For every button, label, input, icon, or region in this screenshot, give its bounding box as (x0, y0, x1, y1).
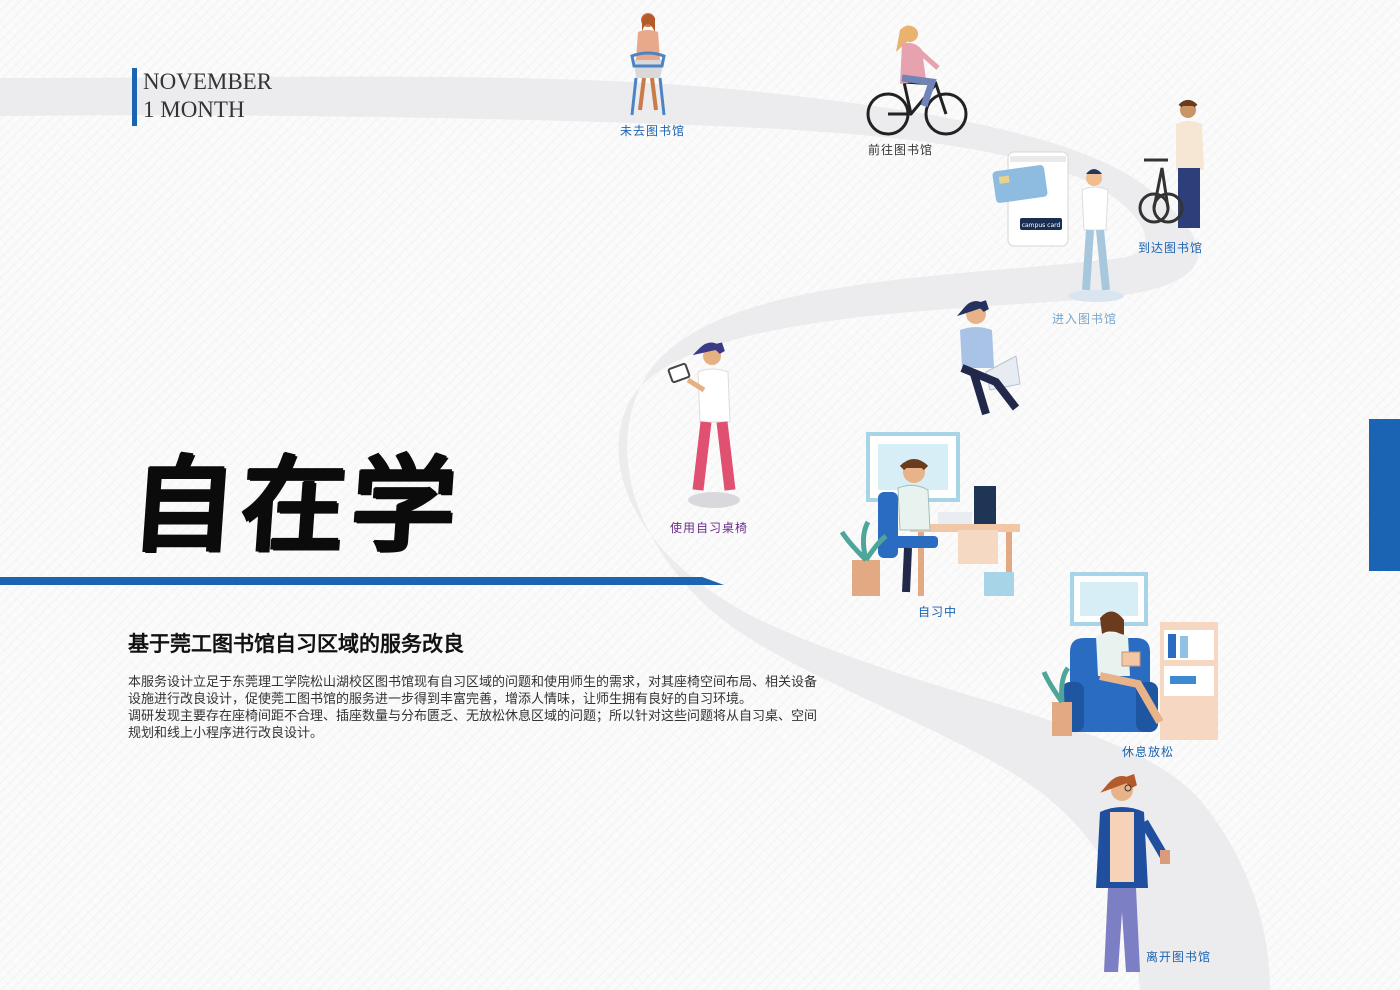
description: 本服务设计立足于东莞理工学院松山湖校区图书馆现有自习区域的问题和使用师生的需求，… (128, 674, 824, 742)
step-label-enter: 进入图书馆 (1052, 312, 1118, 326)
man-with-phone-illustration (667, 342, 740, 508)
step-label-heading: 前往图书馆 (868, 143, 934, 157)
main-title: 自在学 (127, 443, 466, 566)
step-label-not-going: 未去图书馆 (620, 124, 686, 138)
studying-at-desk-illustration (839, 432, 1020, 596)
woman-sitting-illustration (630, 13, 666, 116)
step-label-relax: 休息放松 (1122, 745, 1175, 759)
cyclist-illustration (866, 25, 968, 136)
side-tab (1369, 419, 1400, 571)
subtitle: 基于莞工图书馆自习区域的服务改良 (128, 631, 464, 656)
description-paragraph-1: 本服务设计立足于东莞理工学院松山湖校区图书馆现有自习区域的问题和使用师生的需求，… (128, 675, 818, 707)
campus-card-illustration: campus card (992, 151, 1124, 302)
title-underline (0, 577, 724, 585)
relaxing-armchair-illustration (1041, 572, 1218, 740)
woman-leaving-illustration (1096, 774, 1170, 972)
campus-card-text: campus card (1022, 222, 1061, 229)
step-label-leave: 离开图书馆 (1146, 950, 1212, 964)
description-paragraph-2: 调研发现主要存在座椅间距不合理、插座数量与分布匮乏、无放松休息区域的问题；所以针… (128, 709, 818, 741)
road-path (0, 76, 1270, 990)
step-label-use-desk: 使用自习桌椅 (670, 521, 749, 535)
step-label-studying: 自习中 (918, 605, 958, 619)
date-block: NOVEMBER 1 MONTH (132, 68, 272, 126)
step-label-arrived: 到达图书馆 (1138, 241, 1204, 255)
man-with-bike-illustration (1138, 100, 1204, 228)
man-with-laptop-illustration (956, 300, 1021, 416)
duration-text: 1 MONTH (143, 97, 245, 122)
month-text: NOVEMBER (143, 69, 273, 94)
